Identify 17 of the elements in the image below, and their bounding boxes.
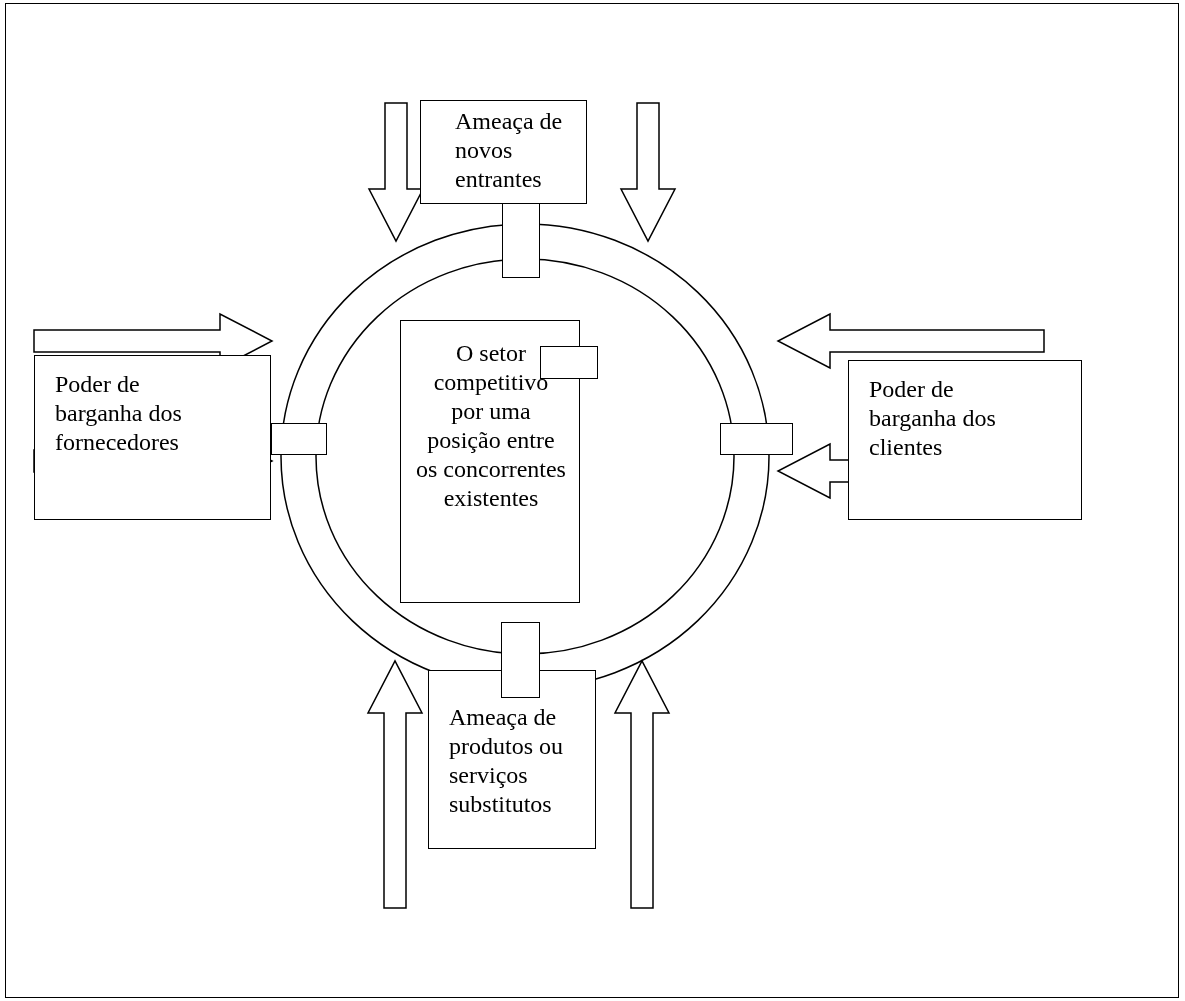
block-arrow <box>619 102 677 243</box>
box-label: Ameaça de novos entrantes <box>455 107 564 194</box>
text-box <box>34 355 271 520</box>
box-label: Poder de barganha dos fornecedores <box>55 370 183 457</box>
connector-box <box>501 622 540 698</box>
block-arrow <box>366 659 424 909</box>
text-box <box>428 670 596 849</box>
box-label: O setor competitivo por uma posição entre os concorrentes existentes <box>415 339 567 513</box>
block-arrow <box>776 312 1045 370</box>
block-arrow <box>613 659 671 909</box>
box-label: Ameaça de produtos ou serviços substitutos <box>449 703 564 819</box>
connector-box <box>271 423 327 455</box>
text-box <box>420 100 587 204</box>
connector-box <box>502 203 540 278</box>
connector-box <box>720 423 793 455</box>
text-box <box>848 360 1082 520</box>
box-label: Poder de barganha dos clientes <box>869 375 997 462</box>
